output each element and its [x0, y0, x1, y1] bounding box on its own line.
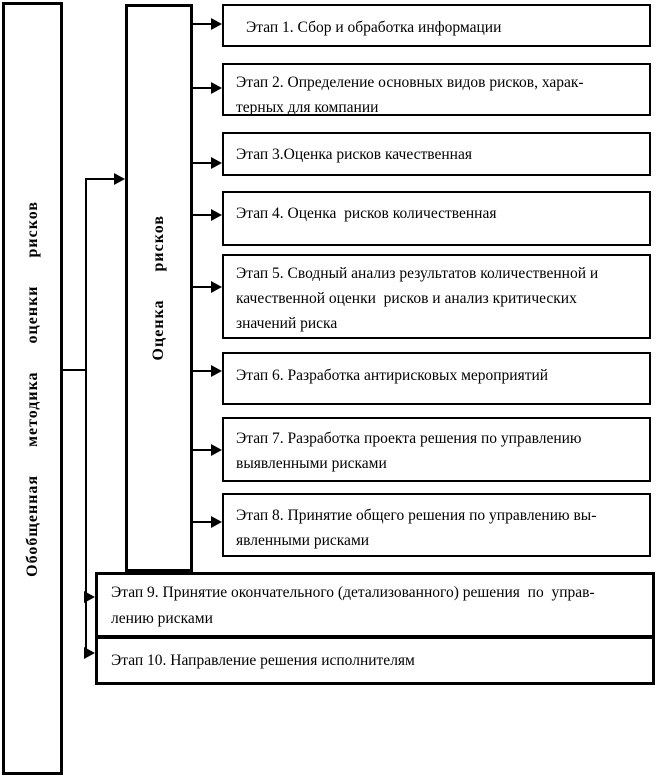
arrow-stage6-icon — [211, 365, 222, 377]
branch-line-stage8 — [193, 521, 212, 523]
stage-10-text: Этап 10. Направление решения исполнителя… — [111, 652, 415, 669]
branch-line-stage7 — [193, 449, 212, 451]
connector-main-trunk — [85, 178, 87, 654]
stage-9-text: Этап 9. Принятие окончательного (детализ… — [111, 584, 595, 601]
branch-line-stage6 — [193, 370, 212, 372]
stage-5-box: Этап 5. Сводный анализ результатов колич… — [222, 254, 651, 339]
arrow-stage3-icon — [211, 157, 222, 169]
stage-5-text: Этап 5. Сводный анализ результатов колич… — [236, 265, 599, 282]
branch-line-stage5 — [193, 286, 212, 288]
stage-10-box: Этап 10. Направление решения исполнителя… — [95, 636, 655, 685]
stage-4-text: Этап 4. Оценка рисков количественная — [236, 205, 497, 222]
stage-7-box: Этап 7. Разработка проекта решения по уп… — [222, 417, 651, 482]
stage-5-text: качественной оценки рисков и анализ крит… — [236, 290, 577, 307]
stage-9-box: Этап 9. Принятие окончательного (детализ… — [95, 572, 655, 638]
branch-line-stage3 — [193, 162, 212, 164]
risk-assessment-group-box: Оценка рисков — [125, 4, 193, 572]
stage-2-text: терных для компании — [236, 99, 379, 116]
arrow-stage8-icon — [211, 516, 222, 528]
stage-6-box: Этап 6. Разработка антирисковых мероприя… — [222, 352, 651, 405]
arrow-to-stage9-icon — [84, 591, 95, 603]
arrow-to-stage10-icon — [84, 647, 95, 659]
risk-assessment-group-label: Оценка рисков — [150, 215, 167, 361]
stage-5-text: значений риска — [236, 315, 338, 332]
connector-main-stub — [63, 369, 87, 371]
stage-9-text: лению рисками — [111, 610, 213, 627]
arrow-stage5-icon — [211, 281, 222, 293]
stage-1-box: Этап 1. Сбор и обработка информации — [222, 4, 651, 47]
stage-2-box: Этап 2. Определение основных видов риско… — [222, 63, 651, 116]
stage-8-box: Этап 8. Принятие общего решения по управ… — [222, 493, 651, 557]
branch-line-stage1 — [193, 23, 212, 25]
arrow-stage7-icon — [211, 444, 222, 456]
arrow-stage2-icon — [211, 82, 222, 94]
stage-8-text: явленными рисками — [236, 532, 370, 549]
stage-4-box: Этап 4. Оценка рисков количественная — [222, 191, 651, 246]
arrow-stage4-icon — [211, 209, 222, 221]
stage-2-text: Этап 2. Определение основных видов риско… — [236, 74, 584, 91]
stage-7-text: Этап 7. Разработка проекта решения по уп… — [236, 430, 582, 447]
stage-6-text: Этап 6. Разработка антирисковых мероприя… — [236, 367, 549, 384]
overall-methodology-box: Обобщенная методика оценки рисков — [2, 2, 63, 775]
stage-3-box: Этап 3.Оценка рисков качественная — [222, 132, 651, 176]
overall-methodology-label: Обобщенная методика оценки рисков — [23, 200, 41, 577]
branch-line-stage2 — [193, 87, 212, 89]
branch-line-stage4 — [193, 214, 212, 216]
connector-to-group-line — [85, 178, 114, 180]
stage-1-text: Этап 1. Сбор и обработка информации — [246, 19, 502, 36]
arrow-to-group-box-icon — [114, 173, 125, 185]
stage-8-text: Этап 8. Принятие общего решения по управ… — [236, 507, 597, 524]
stage-3-text: Этап 3.Оценка рисков качественная — [236, 146, 472, 163]
stage-7-text: выявленными рисками — [236, 455, 387, 472]
arrow-stage1-icon — [211, 18, 222, 30]
